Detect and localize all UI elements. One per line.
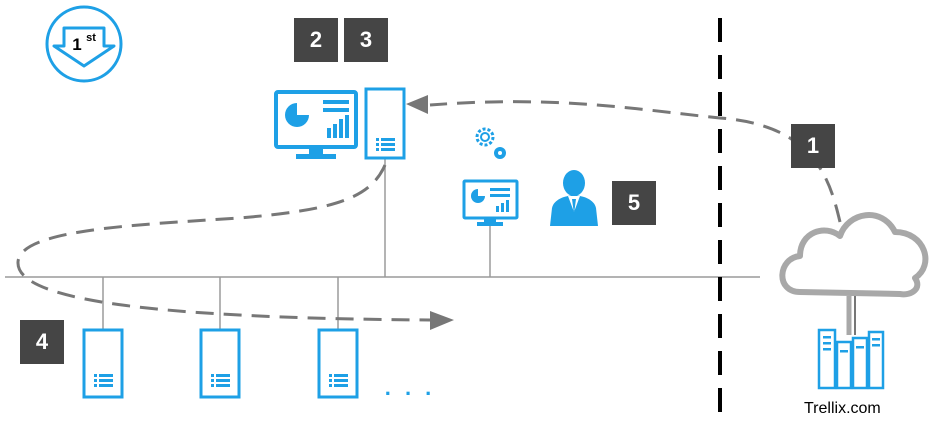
step-number: 5: [627, 190, 641, 215]
user-icon: [550, 170, 598, 226]
step-number: 4: [35, 329, 49, 354]
step-number: 2: [309, 27, 323, 52]
network-lines: [5, 158, 760, 330]
endpoint-server-icon: [82, 328, 124, 399]
first-arrow-icon: 1 st: [45, 5, 123, 83]
more-endpoints-ellipsis: . . .: [385, 375, 436, 400]
monitor-dashboard-icon: [274, 90, 358, 159]
step-badge-1: 1: [791, 124, 835, 168]
step-badge-2: 2: [294, 18, 338, 62]
step-number: 3: [359, 27, 373, 52]
server-to-endpoints-arrow: [16, 164, 454, 330]
gears-icon: [475, 127, 506, 159]
step-number: 1: [806, 133, 820, 158]
monitor-small-icon: [462, 179, 519, 226]
first-suffix: st: [86, 32, 96, 44]
first-number: 1: [72, 35, 81, 54]
step-badge-5: 5: [612, 181, 656, 225]
step-badge-3: 3: [344, 18, 388, 62]
server-icon: [364, 87, 406, 160]
endpoint-server-icon: [317, 328, 359, 399]
cloud-label: Trellix.com: [804, 400, 881, 417]
endpoint-server-icon: [199, 328, 241, 399]
cloud-icon: [779, 212, 929, 335]
cloud-to-server-arrow: [406, 95, 842, 223]
step-badge-4: 4: [20, 320, 64, 364]
datacenter-details: [823, 336, 880, 353]
